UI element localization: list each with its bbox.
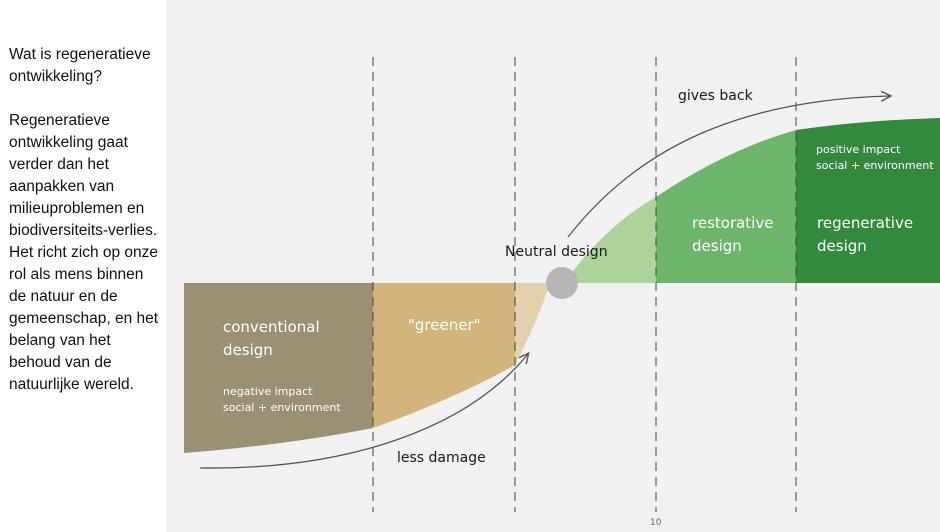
less-damage-label: less damage: [397, 450, 486, 466]
regenerative-zone: [796, 118, 940, 283]
less-damage-arrow: [199, 354, 528, 469]
gives-back-label: gives back: [678, 88, 754, 104]
slide: conventional design negative impact soci…: [166, 0, 940, 532]
greener-zone: [373, 283, 515, 428]
intro-text: Wat is regeneratieve ontwikkeling? Regen…: [9, 44, 159, 396]
neutral-green-zone: [564, 197, 656, 283]
greener-label: "greener": [408, 316, 481, 334]
neutral-design-label: Neutral design: [505, 244, 608, 260]
gives-back-arrow: [567, 96, 890, 238]
restorative-design-label: restorative design: [692, 214, 778, 255]
page-number: 10: [650, 518, 662, 528]
intro-question: Wat is regeneratieve ontwikkeling?: [9, 46, 151, 85]
restorative-zone: [656, 130, 796, 283]
left-panel: Wat is regeneratieve ontwikkeling? Regen…: [0, 0, 166, 532]
design-spectrum-diagram: conventional design negative impact soci…: [184, 57, 940, 528]
greener-light-zone: [515, 283, 550, 365]
neutral-design-dot: [546, 267, 578, 299]
conventional-design-label: conventional design: [223, 318, 324, 359]
negative-impact-label: negative impact social + environment: [223, 385, 341, 414]
positive-impact-label: positive impact social + environment: [816, 143, 934, 172]
regenerative-design-label: regenerative design: [817, 214, 918, 255]
conventional-zone: [184, 283, 373, 453]
intro-body: Regeneratieve ontwikkeling gaat verder d…: [9, 112, 159, 393]
